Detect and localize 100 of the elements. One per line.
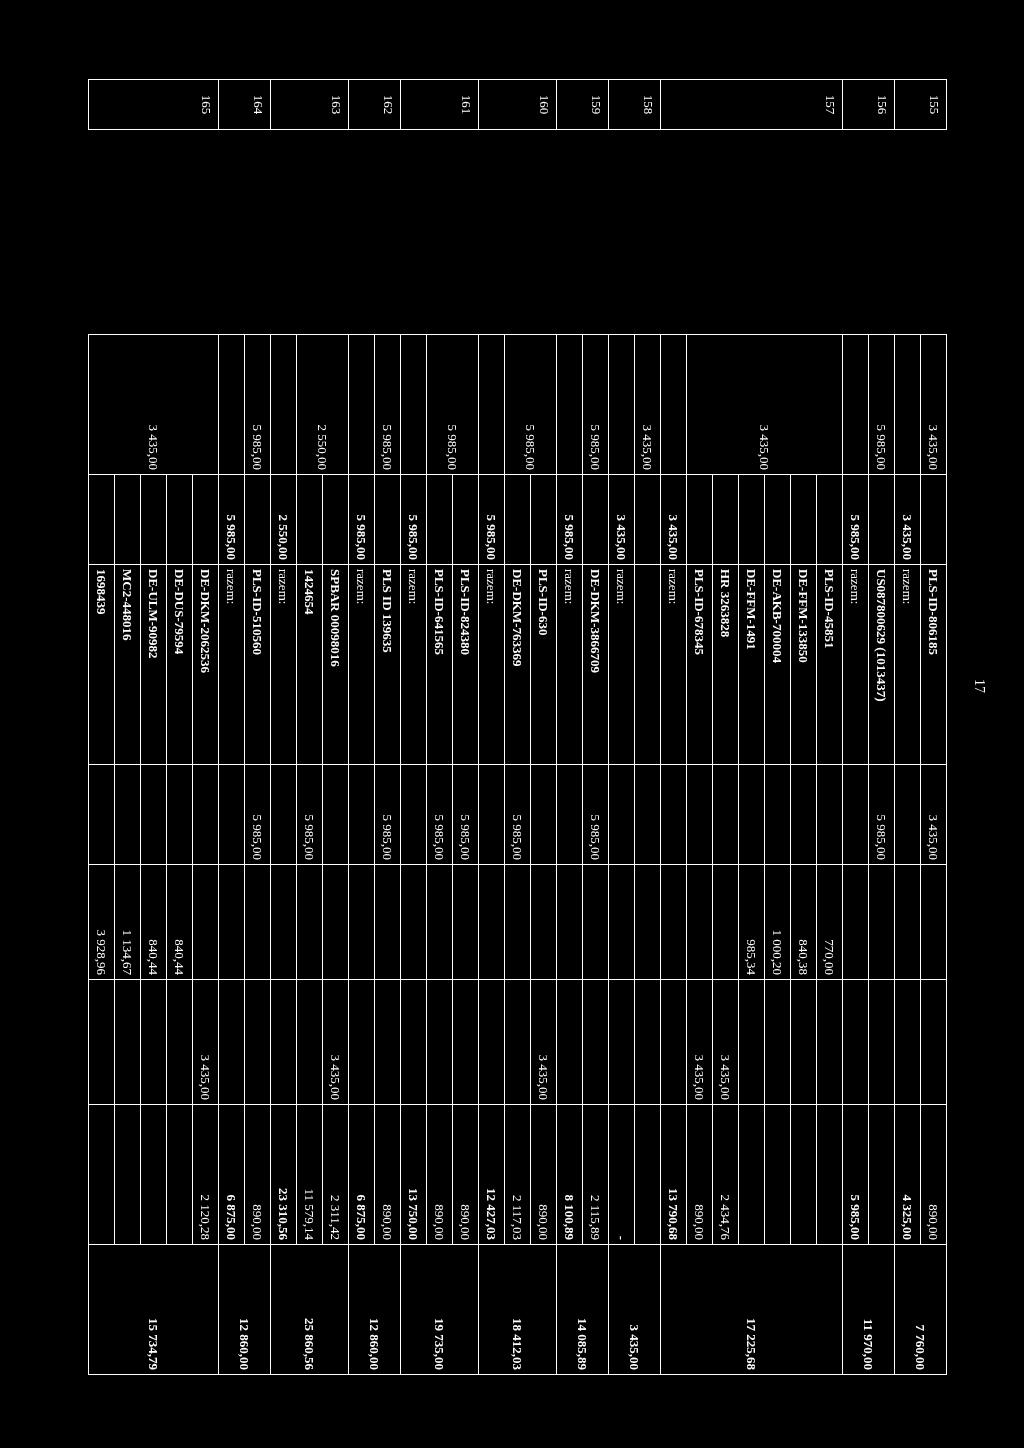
amount: 890,00 (244, 1104, 271, 1245)
total-amount: 7 760,00 (894, 1244, 947, 1375)
total-amount: 12 860,00 (218, 1244, 271, 1375)
document-number: US087800629 (1013437) (868, 564, 895, 765)
amount: 3 435,00 (322, 979, 349, 1105)
subtotal-amount: 5 985,00 (348, 474, 375, 565)
document-number: 1698439 (88, 564, 115, 765)
amount: 5 985,00 (374, 334, 401, 475)
row-number: 161 (400, 79, 479, 130)
amount: 3 435,00 (712, 979, 739, 1105)
sum-label: razem: (842, 564, 869, 765)
amount: 3 435,00 (634, 334, 661, 475)
document-number: DE-DKM-2062536 (192, 564, 219, 765)
document-number: DE-AKB-700004 (764, 564, 791, 765)
subtotal-amount: 3 435,00 (660, 474, 687, 565)
amount: 3 435,00 (920, 764, 947, 865)
amount: 5 985,00 (504, 334, 557, 475)
document-number: PLS-ID-678345 (686, 564, 713, 765)
document-number: SPBAR 00098016 (322, 564, 349, 765)
sum-label: razem: (270, 564, 297, 765)
sum-label: razem: (608, 564, 635, 765)
amount: 5 985,00 (296, 764, 323, 865)
document-number: PLS ID 139635 (374, 564, 401, 765)
subtotal-amount: 5 985,00 (556, 474, 583, 565)
amount: 2 311,42 (322, 1104, 349, 1245)
row-number: 156 (842, 79, 895, 130)
document-number: PLS-ID-806185 (920, 564, 947, 765)
amount: 2 120,28 (192, 1104, 219, 1245)
subtotal-amount: 5 985,00 (218, 474, 245, 565)
amount: 890,00 (530, 1104, 557, 1245)
subtotal-amount: 3 435,00 (894, 474, 921, 565)
subtotal-amount: 5 985,00 (478, 474, 505, 565)
amount: 890,00 (374, 1104, 401, 1245)
amount: 3 435,00 (686, 979, 713, 1105)
total-amount: 15 734,79 (88, 1244, 219, 1375)
amount: 5 985,00 (868, 764, 895, 865)
amount: 3 435,00 (530, 979, 557, 1105)
row-number: 164 (218, 79, 271, 130)
subtotal-amount: 2 550,00 (270, 474, 297, 565)
amount: 3 435,00 (920, 334, 947, 475)
sum-label: razem: (894, 564, 921, 765)
document-number: DE-DUS-79594 (166, 564, 193, 765)
amount: 3 928,96 (88, 864, 115, 980)
amount: 985,34 (738, 864, 765, 980)
amount: 5 985,00 (244, 334, 271, 475)
document-number: PLS-ID-630 (530, 564, 557, 765)
row-number: 159 (556, 79, 609, 130)
document-number: HR 3263828 (712, 564, 739, 765)
document-number: PLS-ID-45851 (816, 564, 843, 765)
row-number: 162 (348, 79, 401, 130)
total-amount: 12 860,00 (348, 1244, 401, 1375)
total-amount: 14 085,89 (556, 1244, 609, 1375)
amount: 1 000,20 (764, 864, 791, 980)
document-number: DE-DKM-763369 (504, 564, 531, 765)
document-number: DE-FFM-1491 (738, 564, 765, 765)
sum-label: razem: (218, 564, 245, 765)
document-number: PLS-ID-510560 (244, 564, 271, 765)
document-number: PLS-ID-641565 (426, 564, 453, 765)
total-amount: 11 970,00 (842, 1244, 895, 1375)
subtotal-amount: 5 985,00 (842, 474, 869, 565)
amount: 3 435,00 (88, 334, 219, 475)
amount: 890,00 (920, 1104, 947, 1245)
document-number: MC2-448016 (114, 564, 141, 765)
document-number: 1424654 (296, 564, 323, 765)
amount: 5 985,00 (244, 764, 271, 865)
amount: 5 985,00 (868, 334, 895, 475)
row-number: 163 (270, 79, 349, 130)
document-number: DE-FFM-133850 (790, 564, 817, 765)
amount: 3 435,00 (686, 334, 843, 475)
sum-label: razem: (660, 564, 687, 765)
amount: 5 985,00 (374, 764, 401, 865)
amount: 840,38 (790, 864, 817, 980)
total-amount: 17 225,68 (660, 1244, 843, 1375)
row-number: 160 (478, 79, 557, 130)
total-amount: 19 735,00 (400, 1244, 479, 1375)
amount: 2 550,00 (296, 334, 349, 475)
amount: 3 435,00 (192, 979, 219, 1105)
row-number: 157 (660, 79, 843, 130)
amount: 5 985,00 (452, 764, 479, 865)
sum-label: razem: (478, 564, 505, 765)
document-number: DE-ULM-90982 (140, 564, 167, 765)
amount: 2 115,89 (582, 1104, 609, 1245)
row-number: 165 (88, 79, 219, 130)
row-number: 158 (608, 79, 661, 130)
row-number: 155 (894, 79, 947, 130)
subtotal-amount: 5 985,00 (400, 474, 427, 565)
amount: 5 985,00 (426, 764, 453, 865)
total-amount: 3 435,00 (608, 1244, 661, 1375)
amount: 5 985,00 (582, 334, 609, 475)
amount: 770,00 (816, 864, 843, 980)
subtotal-amount: 3 435,00 (608, 474, 635, 565)
total-amount: 18 412,03 (478, 1244, 557, 1375)
amount: 5 985,00 (582, 764, 609, 865)
page-number: 17 (971, 679, 987, 693)
total-amount: 25 860,56 (270, 1244, 349, 1375)
sum-label: razem: (348, 564, 375, 765)
amount: 890,00 (452, 1104, 479, 1245)
document-number: PLS-ID-824380 (452, 564, 479, 765)
amount: 5 985,00 (426, 334, 479, 475)
sum-label: razem: (400, 564, 427, 765)
